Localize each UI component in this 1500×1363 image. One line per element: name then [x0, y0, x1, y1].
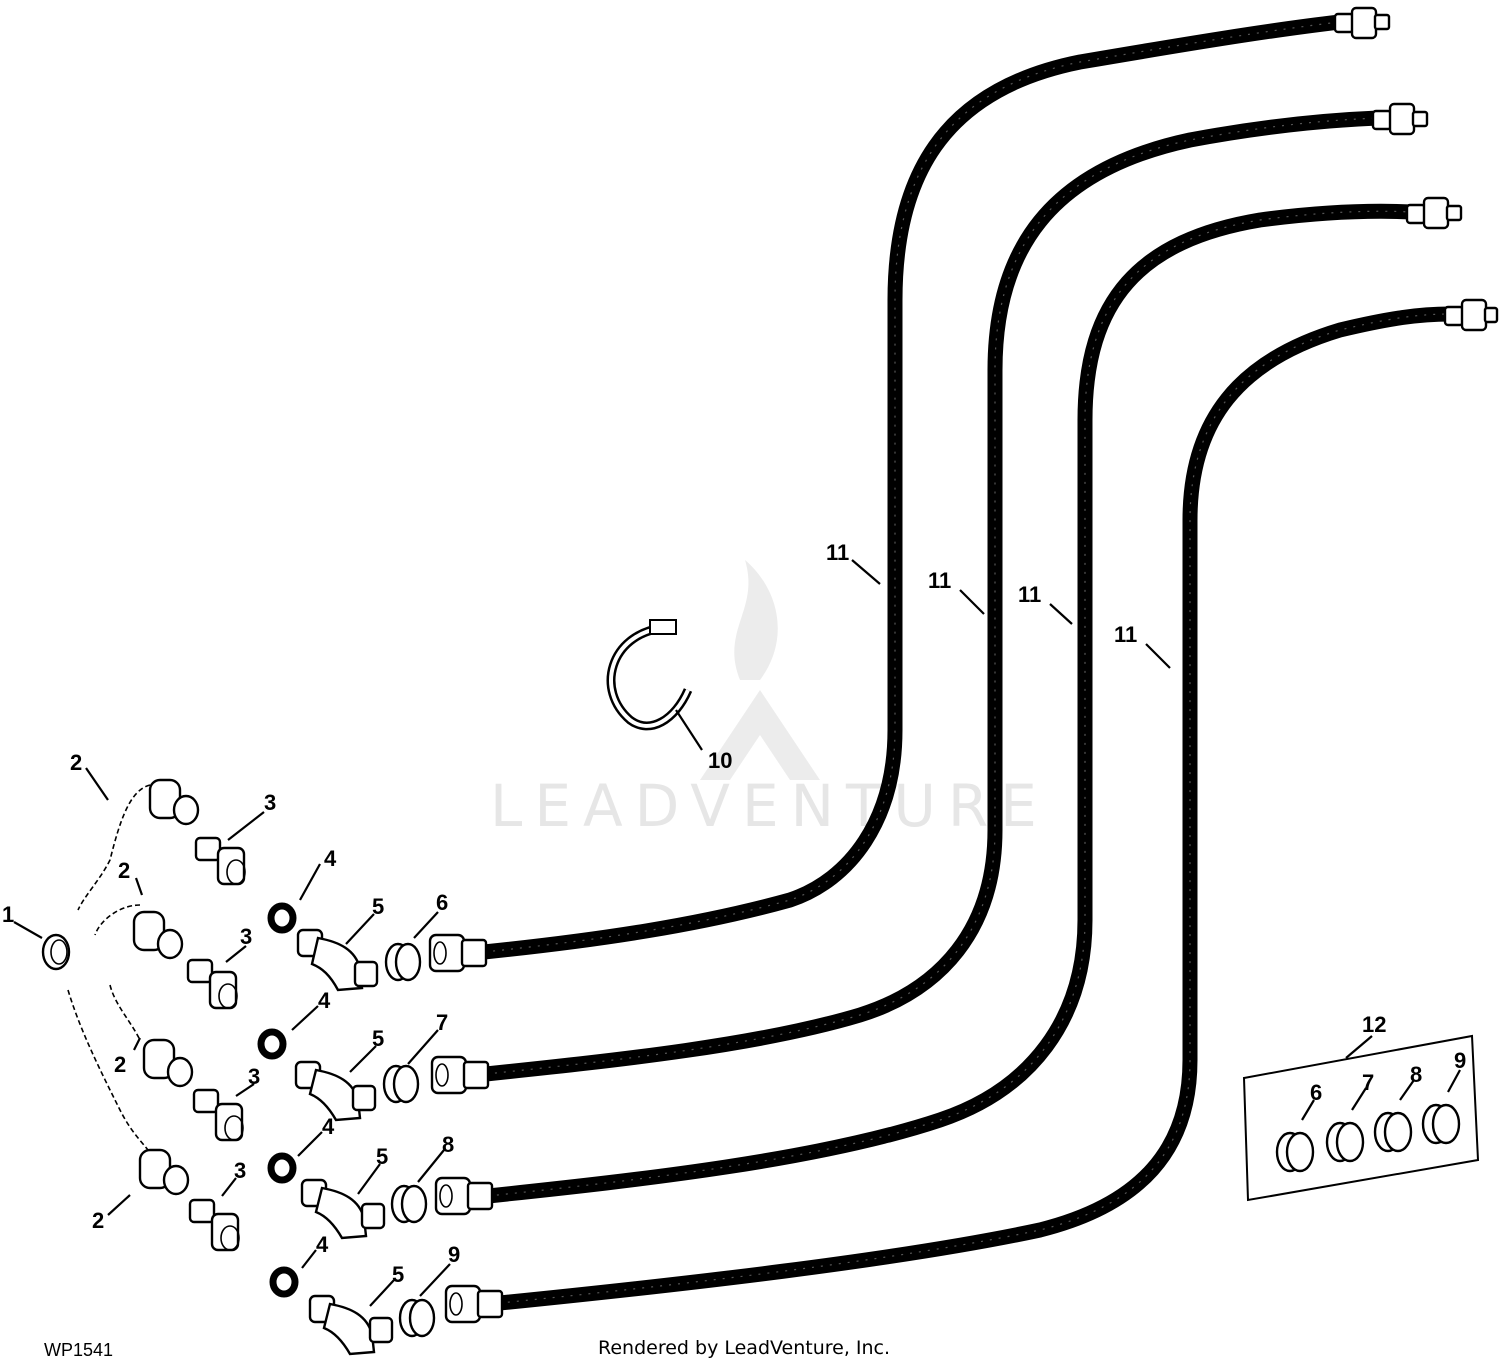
nipple-3-row-3 [192, 1088, 244, 1142]
nipple-3-row-2 [186, 958, 238, 1010]
elbow-5-row-2 [294, 1060, 377, 1122]
hose-3 [487, 196, 1463, 1204]
watermark: LEADVENTURE [490, 560, 1049, 840]
coupler-row-2 [94, 904, 238, 1010]
callout-kit-7: 7 [1362, 1070, 1374, 1095]
callout-5-row-1: 5 [372, 894, 384, 919]
adapter-7-row-2 [382, 1064, 420, 1104]
callout-11-hose-4: 11 [1114, 622, 1137, 647]
kit-adapter-9 [1421, 1103, 1461, 1145]
hose-nut-2 [430, 1055, 490, 1095]
callout-5-row-2: 5 [372, 1026, 384, 1051]
callout-9: 9 [448, 1242, 460, 1267]
rendered-by-credit: Rendered by LeadVenture, Inc. [598, 1337, 890, 1359]
callout-3-row-1: 3 [264, 790, 276, 815]
callout-7: 7 [436, 1010, 448, 1035]
callout-10: 10 [708, 748, 732, 773]
callout-3-row-3: 3 [248, 1064, 260, 1089]
watermark-text: LEADVENTURE [490, 772, 1049, 840]
washer-4-row-3 [267, 1152, 297, 1184]
callout-5-row-3: 5 [376, 1144, 388, 1169]
callout-4-row-4: 4 [316, 1232, 329, 1257]
hose-1-end-fitting [1333, 6, 1391, 40]
callout-12: 12 [1362, 1012, 1386, 1037]
callout-2-row-2: 2 [118, 858, 130, 883]
kit-adapter-7 [1325, 1121, 1365, 1163]
washer-4-row-1 [267, 902, 297, 934]
callout-8: 8 [442, 1132, 454, 1157]
callout-11-hose-3: 11 [1018, 582, 1041, 607]
figure-code: WP1541 [44, 1340, 113, 1360]
callout-11-hose-2: 11 [928, 568, 951, 593]
kit-adapter-6 [1275, 1131, 1315, 1173]
adapter-8-row-3 [390, 1184, 428, 1224]
hose-clamp [606, 619, 693, 731]
coupler-row-3 [109, 984, 244, 1142]
hose-nut-4 [444, 1284, 504, 1324]
kit-adapter-8 [1373, 1111, 1413, 1153]
elbow-5-row-3 [300, 1178, 386, 1240]
hose-4 [489, 298, 1499, 1312]
callout-2-row-3: 2 [114, 1052, 126, 1077]
callout-4-row-2: 4 [318, 988, 331, 1013]
coupler-row-4 [67, 989, 240, 1252]
nipple-3-row-1 [194, 836, 246, 886]
leader-lines [13, 559, 1461, 1307]
hose-4-end-fitting [1443, 298, 1499, 332]
callout-3-row-2: 3 [240, 924, 252, 949]
callout-1: 1 [2, 902, 14, 927]
hose-3-end-fitting [1405, 196, 1463, 230]
hose-nut-1 [428, 933, 488, 973]
washer-4-row-4 [269, 1266, 299, 1298]
callout-kit-9: 9 [1454, 1048, 1466, 1073]
coupler-row-1 [77, 778, 246, 911]
hose-2 [485, 102, 1429, 1082]
adapter-kit-box [1242, 1034, 1480, 1202]
adapter-9-row-4 [398, 1298, 436, 1338]
elbow-5-row-4 [308, 1294, 394, 1356]
callout-6: 6 [436, 890, 448, 915]
callout-11-hose-1: 11 [826, 540, 849, 565]
hose-1 [483, 6, 1391, 960]
callout-4-row-1: 4 [324, 846, 337, 871]
hose-nut-3 [434, 1176, 494, 1216]
callout-2-row-4: 2 [92, 1208, 104, 1233]
callout-3-row-4: 3 [234, 1158, 246, 1183]
callout-labels: 1 2 2 2 2 3 3 3 3 4 4 4 4 5 5 5 5 6 7 8 … [2, 540, 1466, 1287]
nipple-3-row-4 [188, 1198, 240, 1252]
hose-2-end-fitting [1371, 102, 1429, 136]
callout-4-row-3: 4 [322, 1114, 335, 1139]
elbow-5-row-1 [296, 928, 379, 992]
callout-5-row-4: 5 [392, 1262, 404, 1287]
callout-kit-8: 8 [1410, 1062, 1422, 1087]
o-ring-1 [41, 933, 71, 971]
callout-2-row-1: 2 [70, 750, 82, 775]
callout-kit-6: 6 [1310, 1080, 1322, 1105]
washer-4-row-2 [257, 1028, 287, 1060]
adapter-6-row-1 [384, 942, 422, 982]
